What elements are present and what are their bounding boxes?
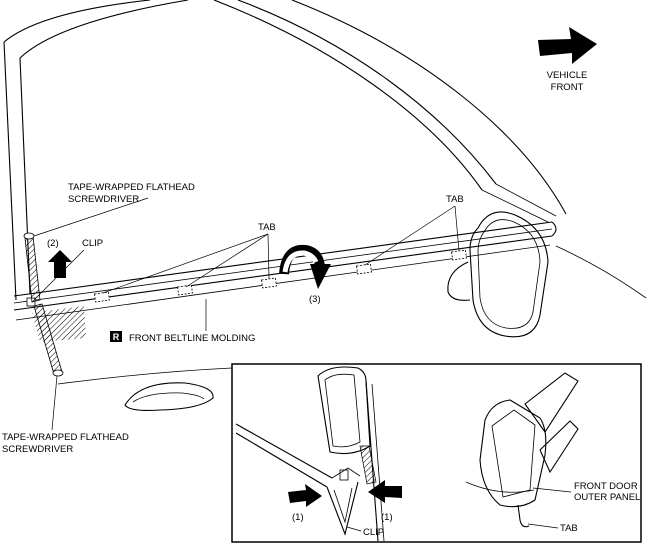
- molding-label: FRONT BELTLINE MOLDING: [129, 333, 255, 344]
- inset-tab-label: TAB: [560, 523, 578, 534]
- rotate-arrow-icon: [279, 244, 331, 289]
- tape-wrapped-screwdriver: [23, 232, 64, 377]
- inset-seal: [359, 445, 377, 485]
- mirror-base: [447, 261, 471, 301]
- b-pillar-outer: [3, 41, 17, 301]
- a-pillar-inner-edge: [213, 0, 483, 191]
- molding-badge: R: [113, 332, 120, 342]
- inset-clip-shape: [326, 481, 359, 536]
- window-frame-inner: [19, 0, 189, 59]
- screwdriver-upper: [24, 235, 41, 303]
- screwdriver-top-label-2: SCREWDRIVER: [68, 194, 139, 205]
- tab-label-right: TAB: [446, 194, 464, 205]
- screwdriver-bottom-end: [52, 369, 64, 377]
- inset-tab-hook: [517, 504, 530, 528]
- inset-frame: [231, 363, 642, 543]
- clip-label: CLIP: [82, 238, 103, 249]
- tab-5: [451, 249, 467, 261]
- vehicle-front-label-1: VEHICLE: [547, 70, 588, 81]
- window-frame-outer: [3, 0, 151, 43]
- screwdriver-bottom-label-2: SCREWDRIVER: [2, 444, 73, 455]
- roof-line: [291, 0, 567, 215]
- door-lower-line: [57, 367, 233, 385]
- tab-1: [94, 291, 110, 303]
- vehicle-front-arrow-icon: [538, 27, 597, 64]
- tab-2: [177, 284, 193, 296]
- arrow-left-icon: [368, 480, 402, 503]
- screwdriver-top-end: [23, 232, 35, 240]
- inset-panel-label-1: FRONT DOOR: [574, 481, 638, 492]
- inset-tab-cross-section: [465, 372, 579, 528]
- step-3-label: (3): [309, 294, 321, 305]
- detail-inset: (1) (1) CLIP FRONT DOOR OUTER PANEL TAB: [231, 363, 642, 543]
- window-corner-line: [481, 189, 549, 223]
- door-handle: [124, 382, 214, 411]
- screwdriver-bottom-label-1: TAPE-WRAPPED FLATHEAD: [2, 432, 129, 443]
- tab-4: [356, 263, 372, 275]
- screwdriver-top-label-1: TAPE-WRAPPED FLATHEAD: [68, 182, 195, 193]
- outside-mirror: [447, 211, 549, 338]
- inset-step-1-right: (1): [381, 512, 393, 523]
- vehicle-front-label-2: FRONT: [551, 82, 584, 93]
- arrow-right-icon: [288, 484, 322, 507]
- tab-3: [261, 277, 277, 289]
- clip-marker: [26, 297, 36, 307]
- inset-molding-cross-section: [235, 366, 385, 541]
- a-pillar-outer-edge: [237, 0, 497, 185]
- molding-badge-box: [110, 331, 122, 342]
- tab-label-center: TAB: [258, 222, 276, 233]
- leader-lines: [33, 197, 460, 431]
- inset-panel-label-2: OUTER PANEL: [574, 492, 640, 503]
- door-front-edge: [555, 245, 647, 299]
- inset-step-1-left: (1): [292, 512, 304, 523]
- molding-end-cap: [551, 221, 557, 237]
- up-arrow-icon: [48, 250, 72, 278]
- window-corner-line-2: [495, 183, 557, 217]
- inset-clip-label: CLIP: [363, 527, 384, 538]
- step-2-label: (2): [47, 238, 59, 249]
